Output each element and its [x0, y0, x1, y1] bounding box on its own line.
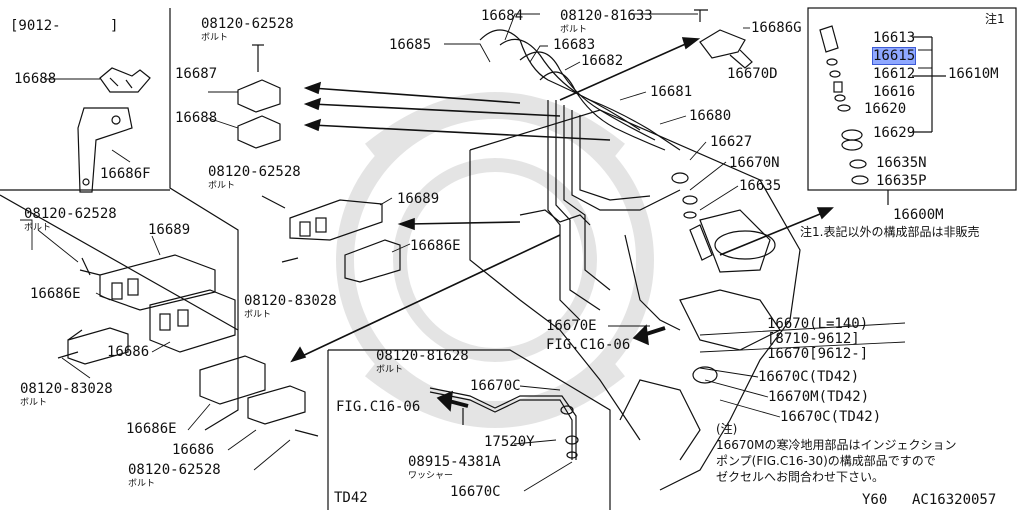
part-08120-62528-top-label[interactable]: 08120-62528	[201, 16, 294, 32]
footnote-heading: (注)	[716, 422, 738, 436]
injector-kit-parts-drawing	[819, 25, 869, 185]
reference-arrows	[290, 37, 834, 412]
bolt-caption: ボルト	[20, 398, 48, 408]
part-16670c-a-label[interactable]: 16670C	[470, 378, 521, 394]
nozzle-holder-drawing	[671, 172, 713, 261]
clamp-16687-16688-drawing	[237, 44, 281, 149]
part-16684-label[interactable]: 16684	[481, 8, 524, 24]
part-08120-62528-left-label[interactable]: 08120-62528	[24, 206, 117, 222]
bolt-caption: ボルト	[128, 479, 156, 489]
part-08120-62528-bottom-label[interactable]: 08120-62528	[128, 462, 221, 478]
footnote-line-3: ゼクセルへお問合わせ下さい。	[716, 470, 885, 484]
footnote-line-1: 16670Mの寒冷地用部品はインジェクション	[716, 438, 957, 452]
bolt-caption: ボルト	[24, 223, 52, 233]
clamp-16689-drawing	[261, 195, 401, 283]
part-16686e-bottom-label[interactable]: 16686E	[126, 421, 177, 437]
clamp-assembly-left-drawing	[57, 254, 236, 365]
clamp-16688-drawing	[99, 67, 151, 93]
part-16670e-label[interactable]: 16670E	[546, 318, 597, 334]
part-16635n-label[interactable]: 16635N	[876, 155, 927, 171]
part-08120-62528-mid-label[interactable]: 08120-62528	[208, 164, 301, 180]
part-16627-label[interactable]: 16627	[710, 134, 753, 150]
part-16682-label[interactable]: 16682	[581, 53, 624, 69]
part-16670c-td42-a-label[interactable]: 16670C(TD42)	[758, 369, 860, 385]
part-16600m-label[interactable]: 16600M	[893, 207, 944, 223]
part-16613-label[interactable]: 16613	[873, 30, 916, 46]
date-range-end: ]	[110, 18, 119, 34]
part-16685-label[interactable]: 16685	[389, 37, 432, 53]
part-16681-label[interactable]: 16681	[650, 84, 693, 100]
part-16670c-td42-b-label[interactable]: 16670C(TD42)	[780, 409, 882, 425]
part-16620-label[interactable]: 16620	[864, 101, 907, 117]
injection-lines-drawing	[479, 29, 681, 331]
td42-section-label: TD42	[334, 490, 368, 506]
engine-block-drawing	[469, 109, 801, 491]
part-16686g-label[interactable]: 16686G	[751, 20, 802, 36]
note-1-text: 注1.表記以外の構成部品は非販売	[800, 225, 980, 239]
part-16688-top-label[interactable]: 16688	[14, 71, 57, 87]
fig-c16-06-link-b[interactable]: FIG.C16-06	[336, 399, 421, 415]
bolt-caption: ボルト	[244, 310, 272, 320]
part-08915-4381a-label[interactable]: 08915-4381A	[408, 454, 501, 470]
part-08120-81633-label[interactable]: 08120-81633	[560, 8, 653, 24]
leader-lines	[20, 13, 932, 492]
part-08120-81628-label[interactable]: 08120-81628	[376, 348, 469, 364]
part-16616-label[interactable]: 16616	[873, 84, 916, 100]
washer-caption: ワッシャー	[408, 471, 454, 481]
part-16670c-b-label[interactable]: 16670C	[450, 484, 501, 500]
td42-box-border	[327, 349, 611, 510]
bolt-caption: ボルト	[208, 181, 236, 191]
note-1-marker: 注1	[985, 12, 1005, 26]
part-16686f-label[interactable]: 16686F	[100, 166, 151, 182]
part-16688-mid-label[interactable]: 16688	[175, 110, 218, 126]
part-16635p-label[interactable]: 16635P	[876, 173, 927, 189]
part-16687-label[interactable]: 16687	[175, 66, 218, 82]
td42-pipe-drawing	[429, 387, 579, 460]
diagram-code: AC16320057	[912, 492, 997, 508]
clamp-bottom-drawing	[199, 355, 319, 437]
part-08120-83028-mid-label[interactable]: 08120-83028	[244, 293, 337, 309]
bolt-caption: ボルト	[201, 33, 229, 43]
part-16670d-label[interactable]: 16670D	[727, 66, 778, 82]
bracket-16686f-drawing	[77, 107, 133, 193]
bolt-caption: ボルト	[376, 365, 404, 375]
bolt-caption: ボルト	[560, 25, 588, 35]
part-16689-mid-label[interactable]: 16689	[397, 191, 440, 207]
part-16680-label[interactable]: 16680	[689, 108, 732, 124]
part-16686e-mid-label[interactable]: 16686E	[410, 238, 461, 254]
part-range-8710-9612: [8710-9612]	[767, 331, 860, 347]
clip-16686g-drawing	[694, 9, 753, 69]
part-16683-label[interactable]: 16683	[553, 37, 596, 53]
part-16686-left-label[interactable]: 16686	[107, 344, 150, 360]
part-16686-bottom-label[interactable]: 16686	[172, 442, 215, 458]
part-16629-label[interactable]: 16629	[873, 125, 916, 141]
part-08120-83028-left-label[interactable]: 08120-83028	[20, 381, 113, 397]
part-16670-9612-label[interactable]: 16670[9612-]	[767, 346, 869, 362]
part-16689-left-label[interactable]: 16689	[148, 222, 191, 238]
part-16612-label[interactable]: 16612	[873, 66, 916, 82]
part-16670-l140-label[interactable]: 16670(L=140)	[767, 316, 869, 332]
part-16670m-td42-label[interactable]: 16670M(TD42)	[768, 389, 870, 405]
date-range-start: [9012-	[10, 18, 61, 34]
part-17520y-label[interactable]: 17520Y	[484, 434, 535, 450]
part-16686e-left-label[interactable]: 16686E	[30, 286, 81, 302]
model-code: Y60	[862, 492, 888, 508]
part-16610m-label[interactable]: 16610M	[948, 66, 999, 82]
left-panel-border	[0, 8, 239, 431]
footnote-line-2: ポンプ(FIG.C16-30)の構成部品ですので	[716, 454, 936, 468]
part-16670n-label[interactable]: 16670N	[729, 155, 780, 171]
part-16615-label-selected[interactable]: 16615	[871, 47, 917, 65]
fig-c16-06-link-a[interactable]: FIG.C16-06	[546, 337, 631, 353]
injector-kit-box	[807, 7, 1017, 191]
part-16635-label[interactable]: 16635	[739, 178, 782, 194]
